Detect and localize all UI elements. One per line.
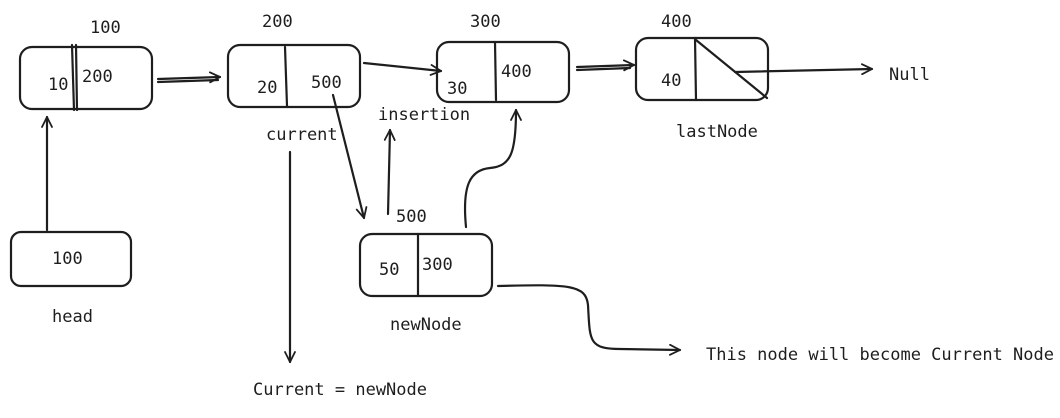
node-400-value: 40 bbox=[661, 71, 681, 91]
arrow-node300-to-node400 bbox=[575, 59, 636, 72]
head-value: 100 bbox=[52, 249, 83, 269]
arrow-node100-to-node200 bbox=[156, 71, 222, 84]
note-label: This node will become Current Node bbox=[706, 345, 1054, 365]
arrow-to-insertion bbox=[383, 128, 396, 216]
node-400-divider bbox=[693, 36, 698, 102]
arrow-node500-to-node300 bbox=[464, 108, 522, 229]
node-100-divider bbox=[70, 43, 76, 112]
arrow-node400-to-null bbox=[733, 63, 874, 76]
head-label: head bbox=[52, 307, 93, 327]
head-box bbox=[9, 230, 133, 288]
node-100-value: 10 bbox=[48, 75, 68, 95]
insertion-label: insertion bbox=[378, 105, 470, 125]
node-400-box bbox=[634, 36, 770, 102]
node-500-value: 50 bbox=[379, 260, 399, 280]
node-200-box bbox=[226, 43, 362, 109]
node-300-address: 300 bbox=[470, 12, 501, 32]
node-300-next: 400 bbox=[501, 62, 532, 82]
node-200-address: 200 bbox=[262, 12, 293, 32]
node-100-address: 100 bbox=[90, 18, 121, 38]
assignment-label: Current = newNode bbox=[253, 380, 427, 400]
node-100-box bbox=[18, 45, 154, 111]
node-200-value: 20 bbox=[257, 78, 277, 98]
arrow-node100-to-node200-double bbox=[156, 78, 220, 84]
node-500-box bbox=[358, 232, 494, 298]
node-100: 100 10 200 bbox=[18, 18, 154, 112]
arrow-node200-to-node500 bbox=[331, 93, 368, 220]
arrow-node500-to-note bbox=[496, 284, 682, 356]
newnode-label: newNode bbox=[390, 315, 462, 335]
lastnode-label: lastNode bbox=[676, 122, 758, 142]
node-200: 200 20 500 current bbox=[226, 12, 362, 145]
node-300-divider bbox=[493, 40, 498, 102]
node-100-divider-2 bbox=[74, 43, 79, 112]
node-500: 500 50 300 newNode bbox=[358, 207, 494, 335]
node-100-next: 200 bbox=[82, 67, 113, 87]
node-500-address: 500 bbox=[396, 207, 427, 227]
node-400: 400 40 lastNode bbox=[634, 12, 770, 142]
node-300: 300 30 400 bbox=[435, 12, 571, 104]
arrow-node300-to-node400-double bbox=[575, 66, 632, 72]
current-label: current bbox=[266, 125, 338, 145]
node-200-next: 500 bbox=[311, 73, 342, 93]
null-label: Null bbox=[889, 65, 930, 85]
node-300-value: 30 bbox=[447, 79, 467, 99]
node-200-divider bbox=[283, 45, 289, 108]
head-pointer: 100 head bbox=[9, 230, 133, 327]
arrow-node200-to-node300-old bbox=[362, 61, 443, 76]
node-400-address: 400 bbox=[661, 12, 692, 32]
node-500-next: 300 bbox=[422, 255, 453, 275]
node-400-null-slash bbox=[694, 38, 769, 100]
